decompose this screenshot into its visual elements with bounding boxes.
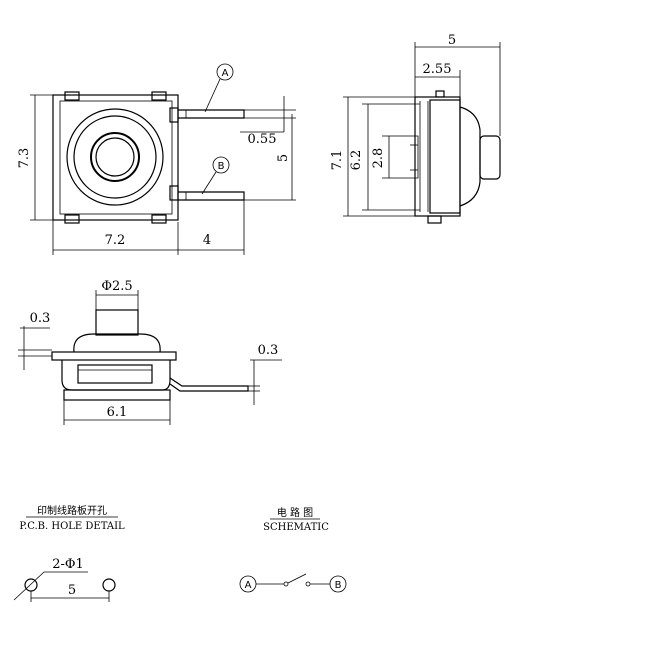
top-body-outline [52, 94, 179, 221]
pcb-title-cn: 印制线路板开孔 [37, 504, 107, 517]
front-top-plate [51, 351, 177, 361]
top-tab-rb [169, 185, 179, 201]
front-base [63, 389, 171, 401]
lead-a [178, 109, 245, 119]
top-view: A B 7.3 7.2 4 0.55 5 [17, 63, 296, 255]
side-tab-top [435, 90, 445, 98]
pcb-holes-dim: 2-Φ1 [52, 557, 84, 572]
side-overall-dim: 5 [448, 33, 456, 48]
lead-pitch-dim: 5 [276, 154, 291, 162]
lead-width-dim: 0.55 [248, 132, 277, 147]
top-tab-tl [64, 91, 80, 101]
lead-thickness-dim: 0.3 [258, 343, 279, 358]
terminal-a-marker [216, 63, 234, 81]
schematic-switch-blade [287, 573, 307, 584]
front-lead [169, 377, 249, 392]
side-actuator [479, 135, 501, 180]
front-cap [73, 333, 161, 353]
pcb-hole-detail: 印制线路板开孔 P.C.B. HOLE DETAIL 2-Φ1 5 [13, 504, 125, 602]
pcb-hole-left [24, 578, 38, 592]
top-tab-tr [151, 91, 167, 101]
side-height-inner-dim: 6.2 [349, 150, 364, 171]
lead-length-dim-4: 4 [203, 233, 211, 248]
side-view: 5 2.55 7.1 6.2 2.8 [330, 33, 501, 224]
schematic-label-b: B [335, 580, 342, 591]
top-tab-br [151, 214, 167, 224]
front-view: Φ2.5 0.3 0.3 6.1 [18, 279, 282, 425]
side-body [414, 96, 461, 217]
button-ring-mid [73, 115, 157, 199]
front-body-window [77, 364, 153, 384]
terminal-b-marker [212, 156, 230, 174]
front-actuator [95, 309, 139, 336]
terminal-a-label: A [222, 68, 229, 79]
schematic: 电 路 图 SCHEMATIC A B [239, 506, 347, 593]
side-actuator-dim: 2.8 [371, 148, 386, 169]
lead-b [178, 191, 245, 201]
base-width-dim: 6.1 [107, 405, 128, 420]
button-ring-outer [66, 108, 164, 206]
side-cap [459, 106, 481, 207]
side-tab-bottom [427, 215, 442, 224]
side-button-dim: 2.55 [423, 62, 452, 77]
base-thickness-dim: 0.3 [30, 311, 51, 326]
height-dim-7-3: 7.3 [17, 148, 32, 169]
side-body-inner [429, 99, 461, 214]
pcb-hole-right [102, 578, 116, 592]
actuator-inner [95, 137, 135, 177]
schematic-title-en: SCHEMATIC [263, 522, 329, 533]
schematic-label-a: A [245, 580, 252, 591]
actuator-diameter-dim: Φ2.5 [101, 279, 132, 294]
top-body-inner [59, 100, 173, 215]
width-dim-7-2: 7.2 [105, 233, 126, 248]
terminal-b-label: B [218, 161, 225, 172]
actuator-outer [90, 132, 140, 182]
top-tab-bl [64, 214, 80, 224]
schematic-title-cn: 电 路 图 [277, 506, 313, 519]
schematic-terminal-b [329, 575, 347, 593]
pcb-pitch-dim: 5 [68, 583, 76, 598]
side-height-outer-dim: 7.1 [330, 150, 345, 171]
top-tab-rt [169, 107, 179, 123]
pcb-title-en: P.C.B. HOLE DETAIL [19, 521, 125, 532]
